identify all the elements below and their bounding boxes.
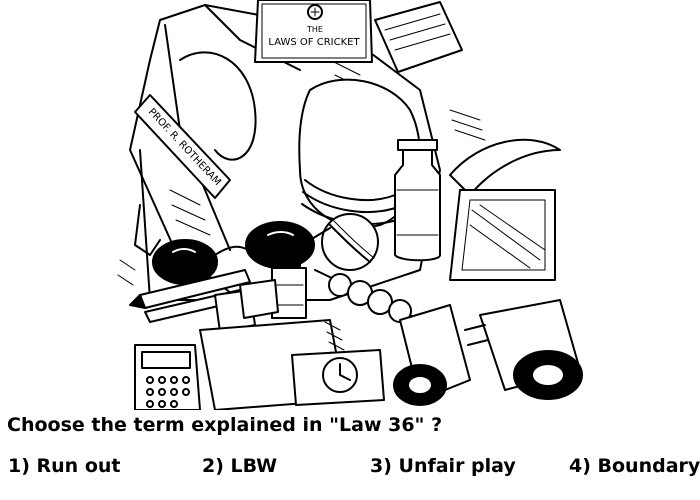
cricket-sweater (298, 78, 421, 229)
banana (449, 138, 561, 196)
option-unfair-play[interactable]: 3) Unfair play (370, 455, 516, 477)
eraser (214, 279, 279, 333)
sandwich-box (449, 189, 556, 281)
bottle (394, 139, 441, 262)
laws-of-cricket-book (254, 0, 373, 63)
binoculars (393, 299, 583, 406)
question-text: Choose the term explained in "Law 36" ? (7, 414, 443, 436)
bag-name-tag (134, 94, 231, 199)
book-title-line1: THE (306, 25, 323, 34)
calculator (134, 344, 201, 410)
cricket-items-illustration: THE LAWS OF CRICKET PROF. R. ROTHERAM (117, 0, 583, 410)
option-boundary[interactable]: 4) Boundary (569, 455, 700, 477)
cricket-ball (321, 213, 379, 271)
option-lbw[interactable]: 2) LBW (202, 455, 278, 477)
option-run-out[interactable]: 1) Run out (8, 455, 121, 477)
clock (291, 349, 385, 406)
book-title-line2: LAWS OF CRICKET (268, 37, 360, 48)
bead-counter (314, 269, 421, 323)
scorecard-paper (374, 1, 463, 73)
shading-lines (117, 109, 486, 286)
